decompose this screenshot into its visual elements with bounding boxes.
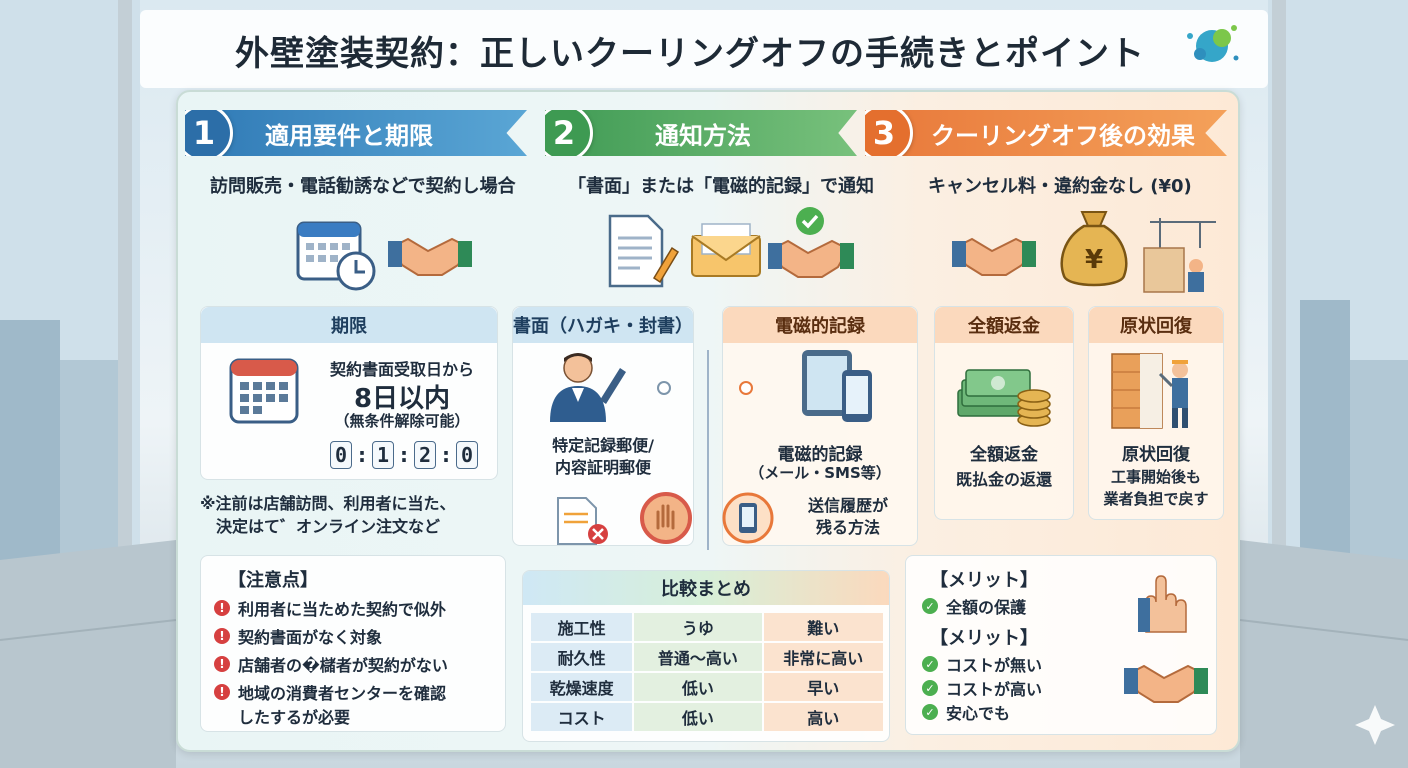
exception-line1: ※注前は店舗訪問、利用者に当た、 xyxy=(200,494,456,513)
caution-item: !契約書面がなく対象 xyxy=(214,624,382,648)
money-bag-yen-symbol: ¥ xyxy=(1085,245,1103,275)
calendar-clock-icon xyxy=(296,221,376,291)
cash-coins-icon xyxy=(957,369,1051,427)
table-row: 施工性 うゆ 難い xyxy=(531,613,883,641)
check-icon: ✓ xyxy=(922,704,938,720)
step-3-subtitle: キャンセル料・違約金なし (¥0) xyxy=(928,176,1192,197)
counter-digit: 0 xyxy=(456,441,478,469)
person-writing-icon xyxy=(550,353,626,422)
painter-wall-icon xyxy=(1111,353,1188,429)
cautions-card xyxy=(200,555,506,732)
restore-line1: 原状回復 xyxy=(1122,445,1190,465)
merit-item: ✓コストが無い xyxy=(922,652,1042,676)
deadline-days: 8日以内 xyxy=(353,384,451,414)
electronic-line2: （メール・SMS等） xyxy=(749,464,891,482)
page-title: 外壁塗装契約：正しいクーリングオフの手続きとポイント xyxy=(235,34,1145,74)
step-2-label: 通知方法 xyxy=(655,121,751,150)
step-3-label: クーリングオフ後の効果 xyxy=(931,121,1195,150)
merits-header-2: 【メリット】 xyxy=(930,628,1038,649)
refund-card-header: 全額返金 xyxy=(935,307,1073,343)
step-1-subtitle: 訪問販売・電話勧誘などで契約し場合 xyxy=(210,176,516,197)
merit-item: ✓安心でも xyxy=(922,700,1010,724)
warning-icon: ! xyxy=(214,628,230,644)
step-1-banner: 1 適用要件と期限 xyxy=(185,110,527,156)
comparison-table: 施工性 うゆ 難い 耐久性 普通〜高い 非常に高い 乾燥速度 低い 早い コスト… xyxy=(529,611,885,733)
warning-icon: ! xyxy=(214,656,230,672)
electronic-line3: 送信履歴が xyxy=(807,496,888,515)
restore-line2: 工事開始後も xyxy=(1110,468,1201,486)
step-1-number: 1 xyxy=(185,110,233,156)
caution-item: !地域の消費者センターを確認 xyxy=(214,680,446,704)
step-2-banner: 2 通知方法 xyxy=(545,110,857,156)
warning-icon: ! xyxy=(214,600,230,616)
tablet-phone-icon xyxy=(802,350,872,422)
refund-line2: 既払金の返還 xyxy=(955,470,1052,489)
deadline-line1: 契約書面受取日から xyxy=(329,360,474,379)
deadline-line3: （無条件解除可能） xyxy=(334,412,470,430)
counter-digit: 0 xyxy=(330,441,352,469)
merits-header-1: 【メリット】 xyxy=(930,570,1038,591)
warning-icon: ! xyxy=(214,684,230,700)
step-3-banner: 3 クーリングオフ後の効果 xyxy=(865,110,1227,156)
restore-card: 原状回復 xyxy=(1088,306,1224,520)
table-row: コスト 低い 高い xyxy=(531,703,883,731)
comparison-card: 比較まとめ 施工性 うゆ 難い 耐久性 普通〜高い 非常に高い 乾燥速度 低い … xyxy=(522,570,890,742)
day-counter: 0 : 1 : 2 : 0 xyxy=(330,441,478,469)
caution-item-continued: したするが必要 xyxy=(238,708,351,727)
electronic-card-header: 電磁的記録 xyxy=(723,307,917,343)
document-pen-icon xyxy=(608,214,680,288)
check-icon: ✓ xyxy=(922,680,938,696)
restore-card-header: 原状回復 xyxy=(1089,307,1223,343)
counter-digit: 2 xyxy=(414,441,436,469)
counter-digit: 1 xyxy=(372,441,394,469)
caution-item: !利用者に当ためた契約で似外 xyxy=(214,596,446,620)
refund-line1: 全額返金 xyxy=(970,445,1038,465)
table-row: 乾燥速度 低い 早い xyxy=(531,673,883,701)
handshake-icon-merit xyxy=(1124,664,1208,703)
handshake-icon-3 xyxy=(952,237,1036,276)
check-icon: ✓ xyxy=(922,656,938,672)
written-card-header: 書面（ハガキ・封書） xyxy=(513,307,693,343)
written-line1: 特定記録郵便/ xyxy=(552,436,654,455)
electronic-line1: 電磁的記録 xyxy=(777,445,863,465)
cautions-header: 【注意点】 xyxy=(228,570,318,591)
construction-crane-icon xyxy=(1143,218,1216,293)
paint-splash-icon xyxy=(1187,25,1239,62)
exception-line2: 決定はて゛オンライン注文など xyxy=(216,517,441,536)
title-bar xyxy=(140,10,1268,88)
envelope-icon xyxy=(691,223,761,277)
deadline-card-header: 期限 xyxy=(201,307,497,343)
handshake-check-icon xyxy=(768,207,854,278)
smartphone-icon xyxy=(722,492,774,544)
electronic-line4: 残る方法 xyxy=(815,518,880,537)
step-2-subtitle: 「書面」または「電磁的記録」で通知 xyxy=(568,176,874,197)
rejected-document-icon xyxy=(557,497,608,545)
handshake-icon-1 xyxy=(388,237,472,276)
comparison-title: 比較まとめ xyxy=(523,571,889,605)
step-3-number: 3 xyxy=(865,110,913,156)
money-bag-icon: ¥ xyxy=(1060,211,1128,287)
calendar-icon xyxy=(229,358,299,424)
merit-item: ✓全額の保護 xyxy=(922,594,1026,618)
table-row: 耐久性 普通〜高い 非常に高い xyxy=(531,643,883,671)
merit-item: ✓コストが高い xyxy=(922,676,1042,700)
step-1-label: 適用要件と期限 xyxy=(265,121,433,150)
check-icon: ✓ xyxy=(922,598,938,614)
stop-hand-icon xyxy=(640,492,692,544)
caution-item: !店舗者の�櫧者が契約がない xyxy=(214,652,448,676)
raised-hand-icon xyxy=(1138,575,1187,633)
written-line2: 内容証明郵便 xyxy=(554,458,651,477)
step-2-number: 2 xyxy=(545,110,593,156)
timeline-dot-left xyxy=(657,381,671,395)
section-divider xyxy=(707,350,709,550)
timeline-dot-right xyxy=(739,381,753,395)
restore-line3: 業者負担で戻す xyxy=(1103,490,1209,508)
